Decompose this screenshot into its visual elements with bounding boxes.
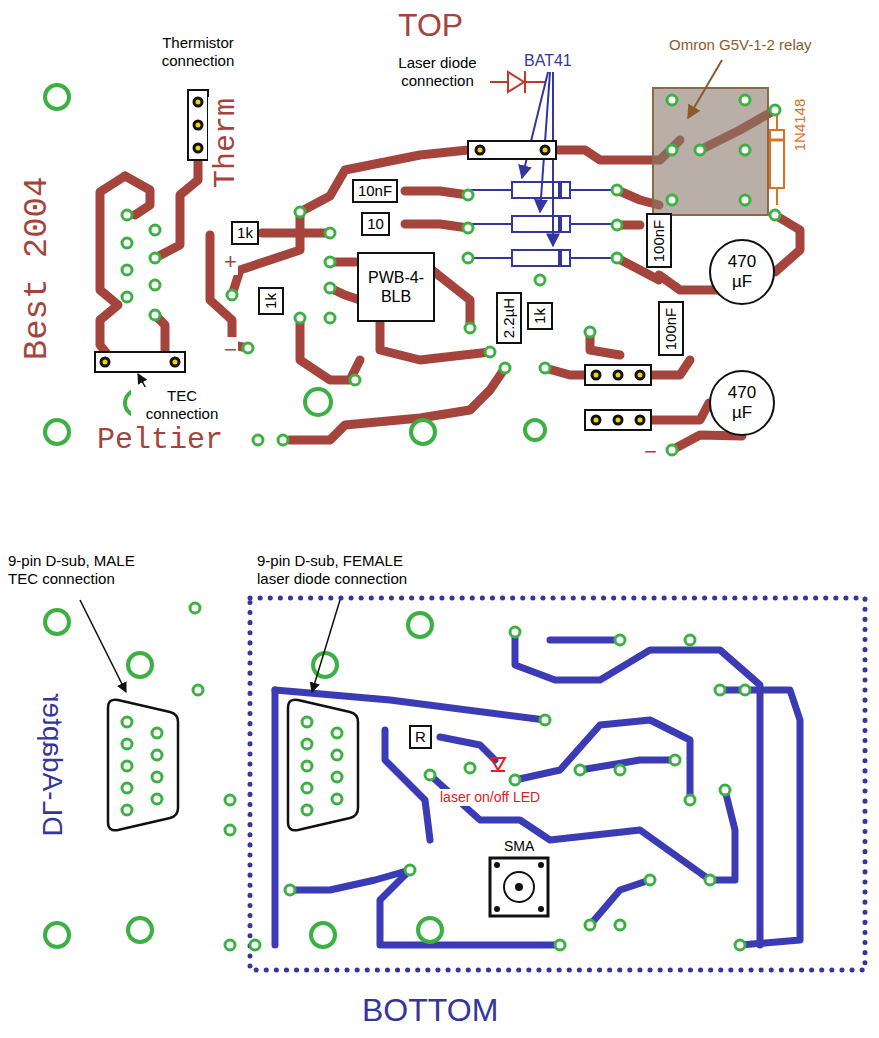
callout-text: TEC connection [131, 387, 233, 423]
sma-connector [490, 858, 548, 916]
inductor-box: 2.2µH [496, 292, 522, 344]
silkscreen-text: Peltier [96, 422, 224, 458]
component-value: 100nF [662, 307, 680, 350]
component-value: 10nF [358, 182, 392, 200]
component-value: 10 [367, 215, 384, 233]
component-value: 470 µF [722, 383, 762, 424]
component-value: 100nF [650, 219, 668, 262]
solder-pad [122, 95, 780, 455]
silkscreen-text: Therm [208, 97, 244, 189]
part-name: BAT41 [523, 51, 573, 70]
component-value: 1k [262, 293, 280, 309]
callout-text: laser on/off LED [439, 789, 541, 806]
part-name: 1N4148 [791, 98, 809, 153]
relay-body [653, 88, 768, 215]
leader-line [312, 600, 340, 692]
dsub-connector [108, 700, 358, 831]
leader-line [80, 600, 126, 692]
solder-pad [122, 603, 750, 950]
diode-1n4148 [770, 105, 784, 205]
resistor-box: 10 [361, 212, 390, 236]
schottky-diodes [468, 182, 617, 266]
side-title: BOTTOM [361, 991, 499, 1029]
silkscreen-text: Best 2004 [17, 176, 58, 362]
pin-header [95, 90, 651, 430]
capacitor-box: 10nF [352, 179, 398, 203]
resistor-box: 1k [527, 302, 553, 330]
side-title: TOP [397, 6, 464, 44]
part-name: Omron G5V-1-2 relay [668, 36, 813, 54]
led-symbol [491, 758, 505, 771]
header-pin [101, 98, 644, 424]
ic-package: PWB-4-BLB [357, 252, 435, 322]
laser-diode-symbol [490, 71, 545, 93]
resistor-box: 1k [231, 221, 259, 245]
component-value: 1k [237, 224, 253, 242]
capacitor-box: 100nF [658, 301, 684, 356]
copper-trace-bottom [275, 632, 800, 945]
polarity-mark: + [223, 249, 238, 275]
component-value: 2.2µH [500, 298, 518, 338]
leader-line [688, 60, 722, 118]
callout-text: Thermistor connection [151, 34, 245, 70]
mounting-hole [45, 85, 545, 444]
resistor-box: 1k [258, 287, 284, 315]
electrolytic-capacitor: 470 µF [709, 370, 775, 436]
component-value: PWB-4-BLB [363, 268, 429, 306]
callout-text: Laser diode connection [389, 54, 486, 90]
electrolytic-capacitor: 470 µF [709, 239, 775, 305]
callout-text: 9-pin D-sub, FEMALE laser diode connecti… [256, 552, 434, 588]
resistor-box: R [409, 725, 432, 749]
polarity-mark: − [643, 439, 658, 465]
capacitor-box: 100nF [646, 213, 672, 268]
component-value: 1k [531, 308, 549, 324]
polarity-mark: − [223, 337, 238, 363]
ground-outline [250, 598, 865, 970]
part-name: SMA [503, 838, 535, 855]
component-value: R [415, 728, 426, 746]
mounting-hole [45, 610, 442, 947]
callout-text: 9-pin D-sub, MALE TEC connection [7, 552, 169, 588]
silkscreen-text: DL-Adapter [36, 692, 70, 837]
component-value: 470 µF [722, 252, 762, 293]
